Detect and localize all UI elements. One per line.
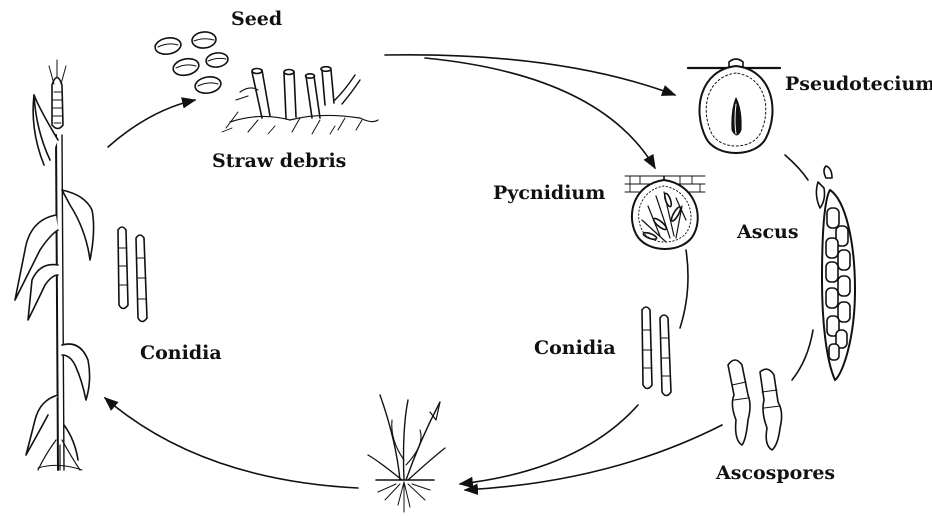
arrow-plant-to-seed [108,100,195,147]
label-conidia-left: Conidia [140,342,222,364]
ascospores [728,360,782,450]
label-conidia-right: Conidia [534,337,616,359]
arrow-conidia-to-seedling [460,405,638,484]
arrow-seedling-to-plant [105,398,358,488]
seed [205,52,229,69]
conidia-left-spores [118,227,147,322]
straw-debris [222,67,378,134]
arrow-ascus-down [792,330,813,380]
wheat-plant [15,60,94,470]
seed [154,36,182,56]
seedling [368,395,445,512]
conidium-spore [660,315,671,396]
wheat-ear [52,78,63,129]
conidium-spore [118,227,128,309]
label-straw-debris: Straw debris [212,150,346,172]
ascospore [760,369,782,450]
conidia-right-spores [642,307,671,396]
label-ascospores: Ascospores [716,462,835,484]
label-pycnidium: Pycnidium [493,182,605,204]
ascus [816,166,855,380]
arrow-ascospores-to-seedling [465,425,722,490]
label-ascus: Ascus [737,221,799,243]
pycnidium [625,176,705,249]
label-seed: Seed [231,8,282,30]
seed [194,75,222,95]
arrow-pycnidium-to-conidia [680,250,688,328]
seeds [154,31,229,95]
label-pseudotecium: Pseudotecium [785,73,932,95]
seed [172,56,201,77]
pseudotecium [688,59,780,153]
arrow-debris-to-pycnidium [425,58,655,168]
arrow-debris-to-pseudotecium [385,55,675,95]
arrow-pseudotecium-to-ascus [785,155,808,180]
ascospore [728,360,750,445]
conidium-spore [642,307,652,389]
